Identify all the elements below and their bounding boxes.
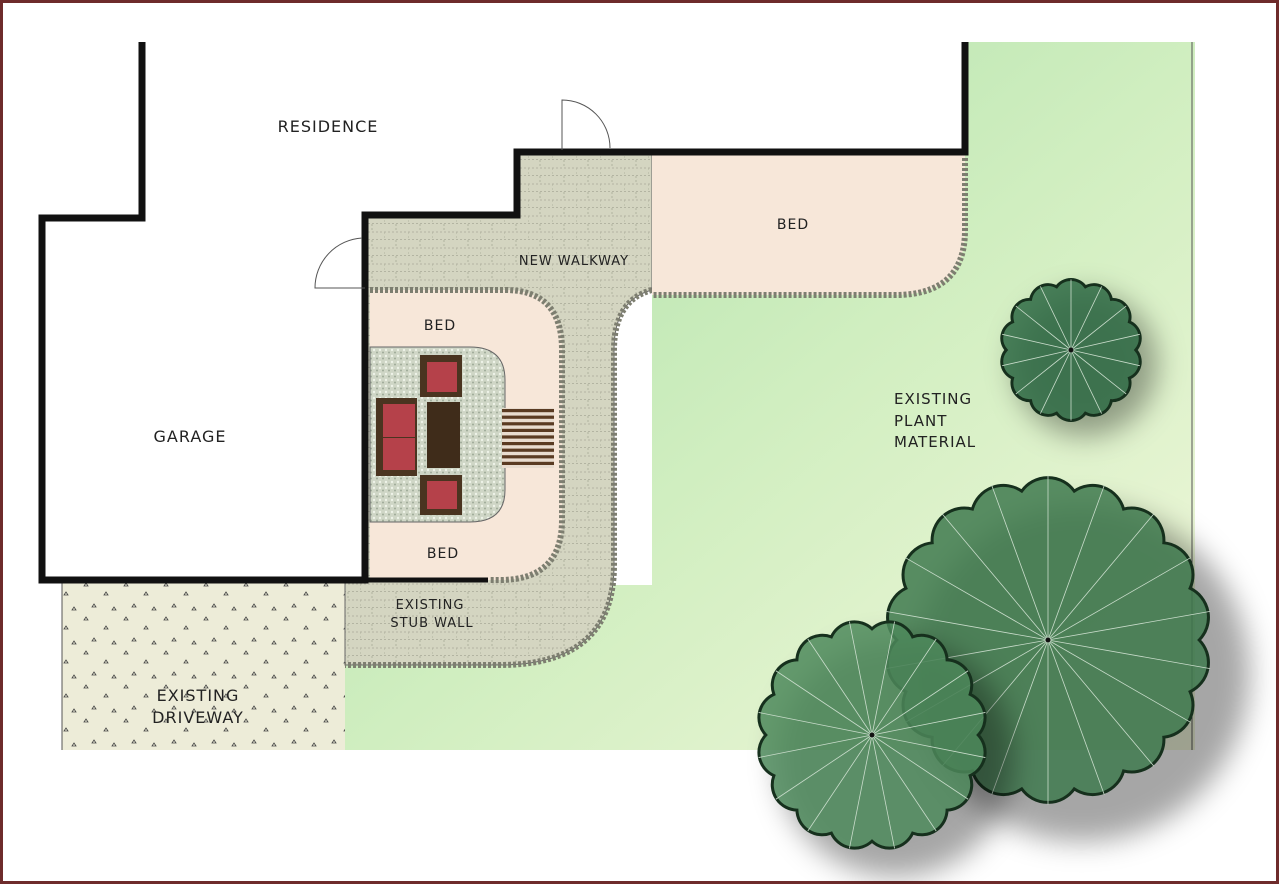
- label-stub-wall-1: EXISTING: [396, 598, 465, 613]
- step-slat: [502, 442, 554, 446]
- existing-driveway: [62, 583, 345, 750]
- step-slat: [502, 415, 554, 419]
- step-slat: [502, 435, 554, 439]
- sofa: [376, 398, 417, 476]
- armchair-top: [420, 355, 462, 397]
- step-slat: [502, 409, 554, 413]
- label-stub-wall-2: STUB WALL: [390, 616, 473, 631]
- label-plant-3: MATERIAL: [894, 433, 976, 451]
- step-slat: [502, 422, 554, 426]
- label-plant-2: PLANT: [894, 412, 947, 430]
- bed-top-right: [652, 155, 965, 295]
- step-slat: [502, 428, 554, 432]
- door-residence: [561, 99, 611, 150]
- label-bed-lower: BED: [427, 546, 459, 562]
- step-slat: [502, 461, 554, 465]
- building-walls: [38, 42, 969, 584]
- label-garage: GARAGE: [154, 427, 227, 446]
- label-driveway-2: DRIVEWAY: [152, 708, 244, 727]
- label-driveway-1: EXISTING: [157, 686, 240, 705]
- step-slat: [502, 448, 554, 452]
- label-plant-1: EXISTING: [894, 390, 972, 408]
- door-garage: [314, 237, 365, 289]
- label-residence: RESIDENCE: [278, 117, 379, 136]
- label-bed-top-right: BED: [777, 217, 809, 233]
- armchair-bottom: [420, 475, 462, 515]
- label-bed-upper: BED: [424, 318, 456, 334]
- label-new-walkway: NEW WALKWAY: [519, 254, 629, 269]
- step-slat: [502, 455, 554, 459]
- steps: [502, 408, 554, 468]
- coffee-table: [427, 402, 460, 468]
